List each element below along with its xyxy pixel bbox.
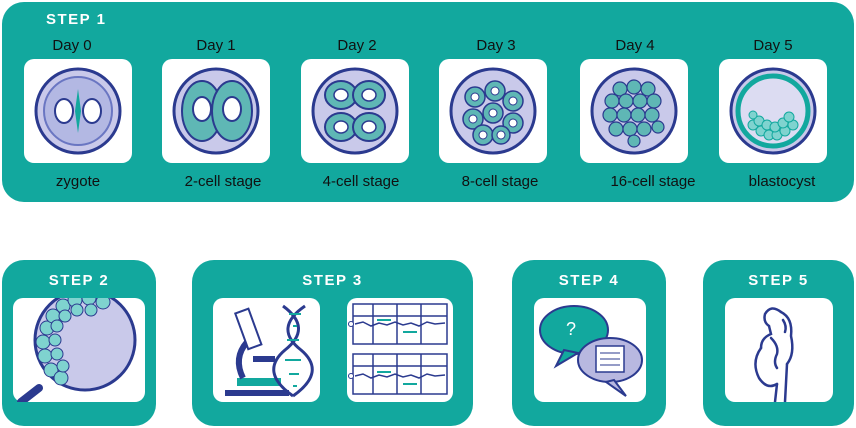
step5-card <box>725 298 833 402</box>
question-mark-text: ? <box>566 319 577 339</box>
day-label-1: Day 1 <box>196 37 236 54</box>
stage-label-5: blastocyst <box>748 173 816 190</box>
stage-label-2: 4-cell stage <box>322 173 400 190</box>
day-label-0: Day 0 <box>52 37 92 54</box>
zygote-card <box>24 59 132 163</box>
day-label-5: Day 5 <box>753 37 793 54</box>
stage-label-3: 8-cell stage <box>461 173 539 190</box>
microscope-dna-illustration <box>225 304 314 398</box>
sixteen-cell-card <box>580 59 688 163</box>
stage-label-4: 16-cell stage <box>610 173 696 190</box>
eight-cell-card <box>439 59 547 163</box>
step1-title: STEP 1 <box>46 11 107 28</box>
step5-title: STEP 5 <box>748 272 809 289</box>
two-cell-illustration <box>172 67 260 155</box>
four-cell-card <box>301 59 409 163</box>
step4-title: STEP 4 <box>558 272 620 289</box>
sequencing-chart-card <box>347 298 453 402</box>
step2-title: STEP 2 <box>48 272 110 289</box>
step5-panel: STEP 5 <box>703 260 854 426</box>
step3-title: STEP 3 <box>302 272 363 289</box>
step1-panel: STEP 1 Day 0 Day 1 Day 2 Day 3 Day 4 Day… <box>2 2 854 202</box>
eight-cell-illustration <box>449 67 537 155</box>
step4-card: ? <box>534 298 646 402</box>
pregnant-woman-illustration <box>754 307 794 402</box>
two-cell-card <box>162 59 270 163</box>
step2-panel: STEP 2 <box>2 260 156 426</box>
blastocyst-card <box>719 59 827 163</box>
chat-bubbles-illustration <box>539 305 643 397</box>
stage-label-1: 2-cell stage <box>184 173 262 190</box>
step2-card <box>13 298 145 402</box>
sequencing-chart-illustration <box>348 303 448 395</box>
biopsy-magnifier-illustration <box>17 298 137 402</box>
day-label-3: Day 3 <box>476 37 516 54</box>
day-label-4: Day 4 <box>615 37 655 54</box>
zygote-illustration <box>34 67 122 155</box>
stage-label-0: zygote <box>55 173 101 190</box>
sixteen-cell-illustration <box>590 67 678 155</box>
microscope-card <box>213 298 320 402</box>
blastocyst-illustration <box>729 67 817 155</box>
four-cell-illustration <box>311 67 399 155</box>
step4-panel: STEP 4 ? <box>512 260 666 426</box>
step3-panel: STEP 3 <box>192 260 473 426</box>
day-label-2: Day 2 <box>337 37 377 54</box>
